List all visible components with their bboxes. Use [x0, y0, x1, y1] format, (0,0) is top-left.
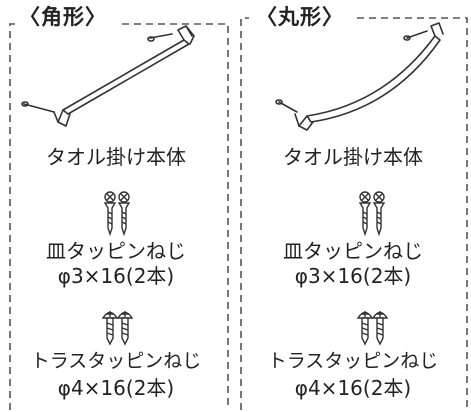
panel-title: 〈角形〉: [16, 4, 110, 30]
screw2-spec: φ4×16(2本): [57, 376, 175, 400]
round-type-panel: 〈丸形〉 タオル掛け本体 皿タッピンねじ φ3×16(2本): [235, 0, 471, 412]
screw1-spec: φ3×16(2本): [57, 264, 175, 288]
dashed-frame: [9, 23, 229, 410]
truss-screw-icon: [101, 311, 134, 346]
screw2-spec: φ4×16(2本): [294, 376, 412, 400]
part-name-label: タオル掛け本体: [283, 145, 423, 169]
screw1-spec: φ3×16(2本): [294, 264, 412, 288]
part-name-label: タオル掛け本体: [46, 145, 186, 169]
screw1-name: 皿タッピンねじ: [283, 239, 423, 263]
screw2-name: トラスタッピンねじ: [30, 350, 202, 372]
screw2-name: トラスタッピンねじ: [267, 350, 439, 372]
dashed-frame: [240, 17, 468, 410]
round-towel-bar-illustration: [275, 22, 444, 131]
countersunk-screw-icon: [358, 191, 386, 237]
square-type-panel: 〈角形〉 タオル掛け本体 皿タッピンねじ φ3×16(2本): [0, 0, 232, 412]
screw1-name: 皿タッピンねじ: [46, 239, 186, 263]
truss-screw-icon: [356, 311, 389, 346]
panel-title: 〈丸形〉: [253, 4, 347, 30]
square-towel-bar-illustration: [21, 25, 195, 127]
countersunk-screw-icon: [103, 191, 131, 237]
